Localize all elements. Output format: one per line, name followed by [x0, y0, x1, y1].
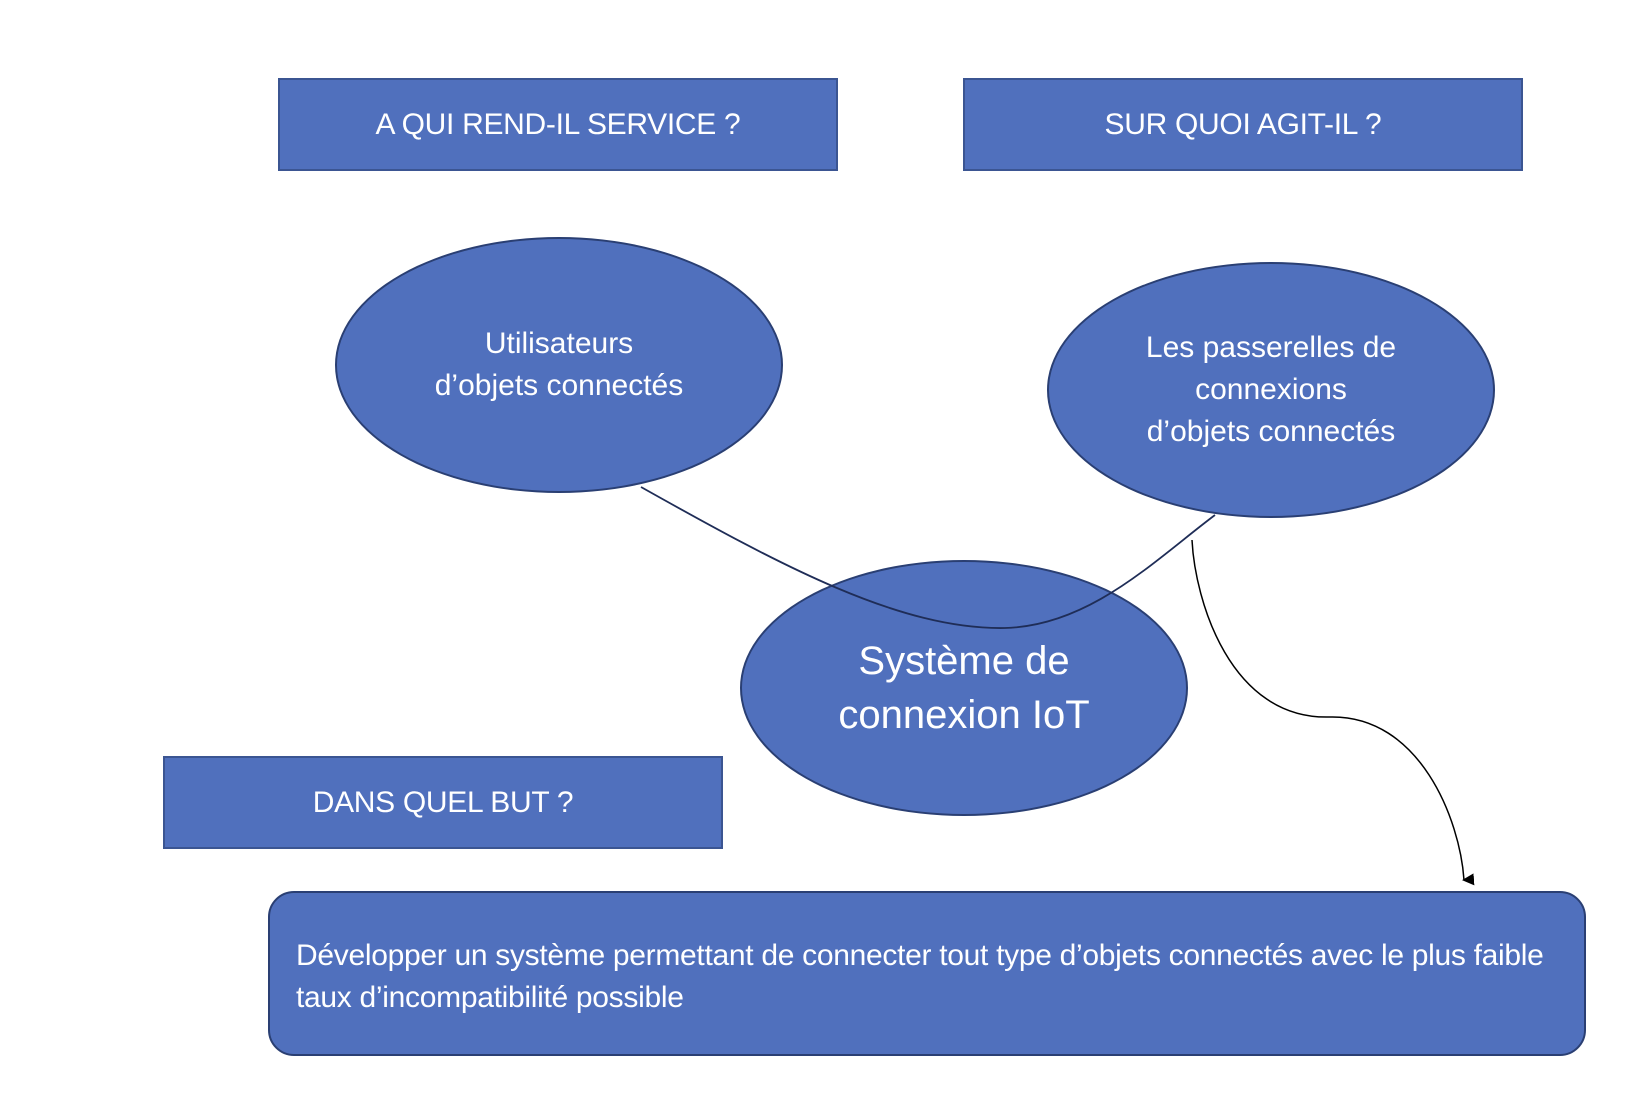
gateway-to-goal-arrow [1191, 539, 1475, 886]
users-node: Utilisateurs d’objets connectés [335, 237, 783, 493]
question-why-label: DANS QUEL BUT ? [312, 785, 574, 819]
question-what-box: SUR QUOI AGIT-IL ? [963, 78, 1523, 171]
system-node: Système de connexion IoT [740, 560, 1188, 816]
question-why-box: DANS QUEL BUT ? [163, 756, 723, 849]
users-node-label: Utilisateurs d’objets connectés [434, 327, 684, 402]
question-who-label: A QUI REND-IL SERVICE ? [375, 107, 741, 141]
goal-label: Développer un système permettant de conn… [296, 939, 1544, 1014]
goal-box: Développer un système permettant de conn… [268, 891, 1586, 1056]
gateway-node-label: Les passerelles de connexions d’objets c… [1145, 331, 1397, 448]
system-node-label: Système de connexion IoT [838, 639, 1090, 737]
question-who-box: A QUI REND-IL SERVICE ? [278, 78, 838, 171]
gateway-node: Les passerelles de connexions d’objets c… [1047, 262, 1495, 518]
question-what-label: SUR QUOI AGIT-IL ? [1104, 107, 1382, 141]
